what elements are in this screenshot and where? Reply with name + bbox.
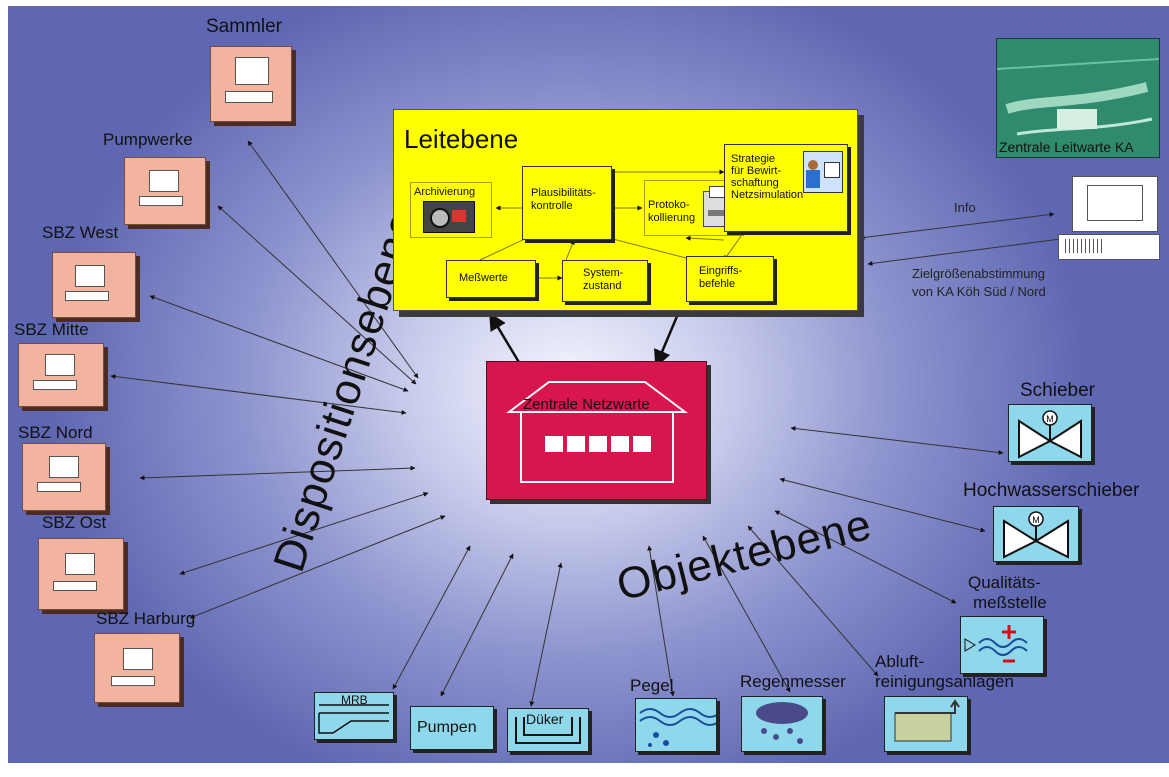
protokollierung-line2: kollierung: [648, 212, 696, 224]
mrb-label: MRB: [341, 693, 368, 707]
abluft-line1: Abluft-: [875, 652, 925, 671]
archive-device-icon: [423, 201, 475, 233]
valve-motor-symbol: M: [1032, 515, 1040, 525]
plausibilitaet-line1: Plausibilitäts-: [531, 187, 596, 199]
station-label: Sammler: [206, 16, 283, 37]
diagram-canvas: Sammler Pumpwerke SBZ West SBZ Mitte SBZ…: [8, 6, 1169, 763]
dueker-label: Düker: [526, 711, 564, 727]
regenmesser-object: [741, 696, 823, 752]
monitor-icon: [1072, 176, 1158, 232]
plausibilitaet-box: Plausibilitäts- kontrolle: [522, 166, 612, 240]
strategie-line4: Netzsimulation: [731, 189, 804, 201]
building-icon: [506, 381, 688, 483]
strategie-line3: schaftung: [731, 177, 779, 189]
rain-cloud-icon: [756, 702, 808, 744]
schieber-object: M: [1008, 404, 1092, 462]
arrow-pegel: [647, 545, 675, 697]
station-label: SBZ Ost: [42, 513, 107, 532]
water-level-icon: [639, 708, 716, 747]
computer-icon: [22, 443, 106, 511]
zielgroessen-line2: von KA Köh Süd / Nord: [912, 284, 1046, 299]
computer-icon: [52, 252, 136, 318]
dueker-object: Düker: [507, 708, 589, 752]
strategie-line1: Strategie: [731, 153, 776, 165]
hochwasserschieber-object: M: [993, 506, 1079, 562]
valve-icon: M: [1003, 511, 1069, 559]
schieber-label: Schieber: [1020, 380, 1095, 401]
leitebene-title: Leitebene: [404, 124, 519, 154]
arrow-sbz-harburg: [189, 515, 446, 619]
zielgroessen-line1: Zielgrößenabstimmung: [912, 266, 1045, 281]
abluft-object: [884, 696, 968, 752]
zentrale-netzwarte: Zentrale Netzwarte: [486, 361, 707, 500]
keyboard-icon: [1058, 234, 1160, 260]
computer-icon: [210, 46, 292, 122]
arrow-zielgroessen: [867, 237, 1069, 266]
computer-icon: [18, 343, 104, 407]
pumpen-object: Pumpen: [410, 706, 494, 750]
valve-motor-symbol: M: [1046, 414, 1054, 424]
arrow-leitebene-to-netzwarte: [654, 313, 680, 368]
arrow-netzwarte-to-leitebene: [488, 312, 525, 370]
arrow-schieber: [790, 426, 1004, 455]
pegel-label: Pegel: [630, 676, 674, 695]
pumpen-label: Pumpen: [417, 719, 477, 736]
eingriffsbefehle-line2: befehle: [699, 278, 736, 290]
basin-icon: [318, 704, 389, 734]
netzwarte-windows: [545, 436, 651, 452]
filter-icon: [894, 699, 960, 742]
station-label: SBZ Harburg: [96, 609, 196, 628]
station-label: Pumpwerke: [103, 130, 193, 149]
messwerte-box: Meßwerte: [446, 260, 536, 298]
zentrale-leitwarte-label: Zentrale Leitwarte KA: [999, 139, 1134, 155]
hochwasserschieber-label: Hochwasserschieber: [963, 480, 1140, 501]
station-label: SBZ Mitte: [14, 320, 89, 339]
computer-icon: [124, 157, 206, 225]
eingriffsbefehle-line1: Eingriffs-: [699, 265, 743, 277]
arrow-info: [859, 212, 1055, 240]
connection-arrows: [110, 140, 1069, 707]
station-label: SBZ Nord: [18, 423, 93, 442]
plausibilitaet-line2: kontrolle: [531, 200, 573, 212]
station-label: SBZ West: [42, 223, 119, 242]
arrow-sbz-mitte: [110, 374, 407, 415]
arrow-sbz-nord: [139, 465, 416, 481]
messwerte-label: Meßwerte: [459, 272, 508, 284]
zentrale-leitwarte-map: Zentrale Leitwarte KA: [996, 38, 1160, 158]
valve-icon: M: [1018, 410, 1082, 459]
info-label: Info: [954, 200, 976, 215]
systemzustand-line2: zustand: [583, 280, 622, 292]
eingriffsbefehle-box: Eingriffs- befehle: [686, 256, 774, 302]
protokollierung-line1: Protoko-: [648, 199, 690, 211]
arrow-dueker: [529, 562, 563, 707]
measurement-icon: [964, 625, 1028, 663]
mrb-object: MRB: [314, 692, 394, 740]
qualitaet-line1: Qualitäts-: [968, 573, 1041, 592]
arrow-mrb: [392, 545, 471, 690]
abluft-line2: reinigungsanlagen: [875, 672, 1014, 691]
map-icon: [996, 58, 1160, 136]
archivierung-box: Archivierung: [410, 182, 492, 238]
strategie-line2: für Bewirt-: [731, 165, 782, 177]
archivierung-label: Archivierung: [414, 186, 476, 198]
arrow-hochwasser: [779, 477, 986, 533]
operator-workstation-icon: [803, 151, 843, 193]
regenmesser-label: Regenmesser: [740, 672, 846, 691]
qualitaet-object: [960, 616, 1044, 674]
netzwarte-label: Zentrale Netzwarte: [523, 396, 650, 413]
pegel-object: [635, 698, 717, 752]
systemzustand-box: System- zustand: [562, 260, 648, 302]
systemzustand-line1: System-: [583, 267, 624, 279]
culvert-icon: [515, 717, 581, 744]
qualitaet-line2: meßstelle: [973, 593, 1047, 612]
strategie-box: Strategie für Bewirt- schaftung Netzsimu…: [724, 144, 848, 232]
computer-icon: [94, 633, 180, 703]
computer-icon: [38, 538, 124, 610]
arrow-pumpen: [440, 553, 514, 697]
leitebene-panel: Leitebene Archivierung Plausibili: [393, 109, 858, 311]
